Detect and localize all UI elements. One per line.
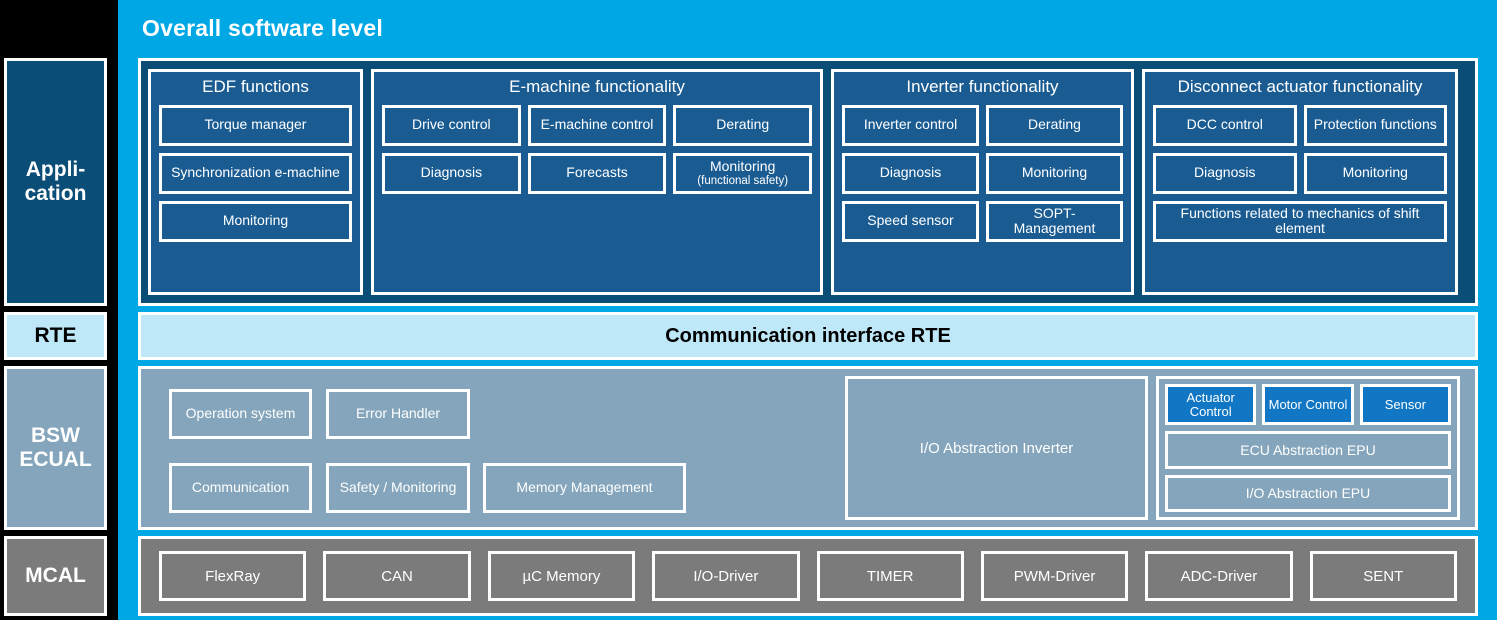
group-row: Functions related to mechanics of shift … [1153, 200, 1447, 242]
block-derating[interactable]: Derating [986, 104, 1123, 146]
block-protection-functions[interactable]: Protection functions [1303, 104, 1447, 146]
legend-rte-label: RTE [34, 324, 77, 348]
block-timer[interactable]: TIMER [816, 551, 964, 601]
group-title: Inverter functionality [906, 77, 1059, 96]
group-body: Torque manager Synchronization e-machine… [159, 104, 352, 242]
group-disconnect-actuator-functionality: Disconnect actuator functionality DCC co… [1142, 69, 1458, 295]
block-inverter-control[interactable]: Inverter control [842, 104, 979, 146]
block-functions-mechanics-shift-element[interactable]: Functions related to mechanics of shift … [1153, 200, 1447, 242]
group-row: Speed sensor SOPT-Management [842, 200, 1123, 242]
block-actuator-control[interactable]: Actuator Control [1165, 384, 1257, 426]
monitoring-label: Monitoring(functional safety) [697, 158, 789, 187]
block-diagnosis[interactable]: Diagnosis [382, 152, 521, 194]
block-sensor[interactable]: Sensor [1359, 384, 1451, 426]
block-io-abstraction-epu[interactable]: I/O Abstraction EPU [1165, 474, 1451, 512]
block-forecasts[interactable]: Forecasts [527, 152, 667, 194]
block-safety-monitoring[interactable]: Safety / Monitoring [326, 463, 470, 513]
group-body: Drive control E-machine control Derating… [382, 104, 813, 194]
legend-rte: RTE [4, 312, 107, 360]
rte-label: Communication interface RTE [665, 324, 951, 347]
legend-application-label: Appli-cation [24, 158, 87, 205]
block-speed-sensor[interactable]: Speed sensor [842, 200, 979, 242]
block-sopt-management[interactable]: SOPT-Management [986, 200, 1123, 242]
block-derating[interactable]: Derating [673, 104, 813, 146]
group-body: DCC control Protection functions Diagnos… [1153, 104, 1447, 242]
block-error-handler[interactable]: Error Handler [326, 389, 470, 439]
legend-mcal-label: MCAL [25, 564, 86, 588]
block-adc-driver[interactable]: ADC-Driver [1145, 551, 1293, 601]
page-title: Overall software level [142, 15, 383, 41]
block-drive-control[interactable]: Drive control [382, 104, 521, 146]
block-monitoring[interactable]: Monitoring [1303, 152, 1447, 194]
group-row: DCC control Protection functions [1153, 104, 1447, 146]
block-ecu-abstraction-epu[interactable]: ECU Abstraction EPU [1165, 431, 1451, 469]
block-io-abstraction-inverter[interactable]: I/O Abstraction Inverter [845, 376, 1148, 520]
group-title: EDF functions [202, 77, 309, 96]
main-panel: Overall software level EDF functions Tor… [118, 0, 1497, 620]
epu-group: Actuator Control Motor Control Sensor EC… [1156, 376, 1460, 520]
group-inverter-functionality: Inverter functionality Inverter control … [831, 69, 1134, 295]
block-diagnosis[interactable]: Diagnosis [842, 152, 979, 194]
legend-mcal: MCAL [4, 536, 107, 616]
block-memory-management[interactable]: Memory Management [483, 463, 686, 513]
block-pwm-driver[interactable]: PWM-Driver [980, 551, 1129, 601]
epu-top-row: Actuator Control Motor Control Sensor [1165, 384, 1451, 426]
block-monitoring[interactable]: Monitoring [159, 200, 352, 242]
block-torque-manager[interactable]: Torque manager [159, 104, 352, 146]
group-row: Diagnosis Forecasts Monitoring(functiona… [382, 152, 813, 194]
block-sent[interactable]: SENT [1309, 551, 1457, 601]
block-monitoring-functional-safety[interactable]: Monitoring(functional safety) [673, 152, 813, 194]
group-body: Inverter control Derating Diagnosis Moni… [842, 104, 1123, 242]
mcal-layer: FlexRay CAN µC Memory I/O-Driver TIMER P… [138, 536, 1478, 616]
group-row: Diagnosis Monitoring [1153, 152, 1447, 194]
block-synchronization-e-machine[interactable]: Synchronization e-machine [159, 152, 352, 194]
group-title: Disconnect actuator functionality [1177, 77, 1423, 96]
block-dcc-control[interactable]: DCC control [1153, 104, 1297, 146]
bsw-ecual-layer: Operation system Error Handler Communica… [138, 366, 1478, 530]
block-communication[interactable]: Communication [169, 463, 312, 513]
block-io-driver[interactable]: I/O-Driver [652, 551, 800, 601]
bsw-basic-services: Operation system Error Handler Communica… [149, 376, 837, 520]
group-e-machine-functionality: E-machine functionality Drive control E-… [371, 69, 823, 295]
legend-application: Appli-cation [4, 58, 107, 306]
block-motor-control[interactable]: Motor Control [1262, 384, 1354, 426]
group-title: E-machine functionality [509, 77, 685, 96]
group-row: Diagnosis Monitoring [842, 152, 1123, 194]
block-monitoring[interactable]: Monitoring [986, 152, 1123, 194]
group-edf-functions: EDF functions Torque manager Synchroniza… [148, 69, 363, 295]
block-diagnosis[interactable]: Diagnosis [1153, 152, 1297, 194]
application-layer: EDF functions Torque manager Synchroniza… [138, 58, 1478, 306]
group-row: Drive control E-machine control Derating [382, 104, 813, 146]
block-can[interactable]: CAN [323, 551, 471, 601]
rte-layer: Communication interface RTE [138, 312, 1478, 360]
block-flexray[interactable]: FlexRay [159, 551, 307, 601]
block-operation-system[interactable]: Operation system [169, 389, 312, 439]
block-e-machine-control[interactable]: E-machine control [527, 104, 667, 146]
group-row: Inverter control Derating [842, 104, 1123, 146]
block-uc-memory[interactable]: µC Memory [487, 551, 636, 601]
